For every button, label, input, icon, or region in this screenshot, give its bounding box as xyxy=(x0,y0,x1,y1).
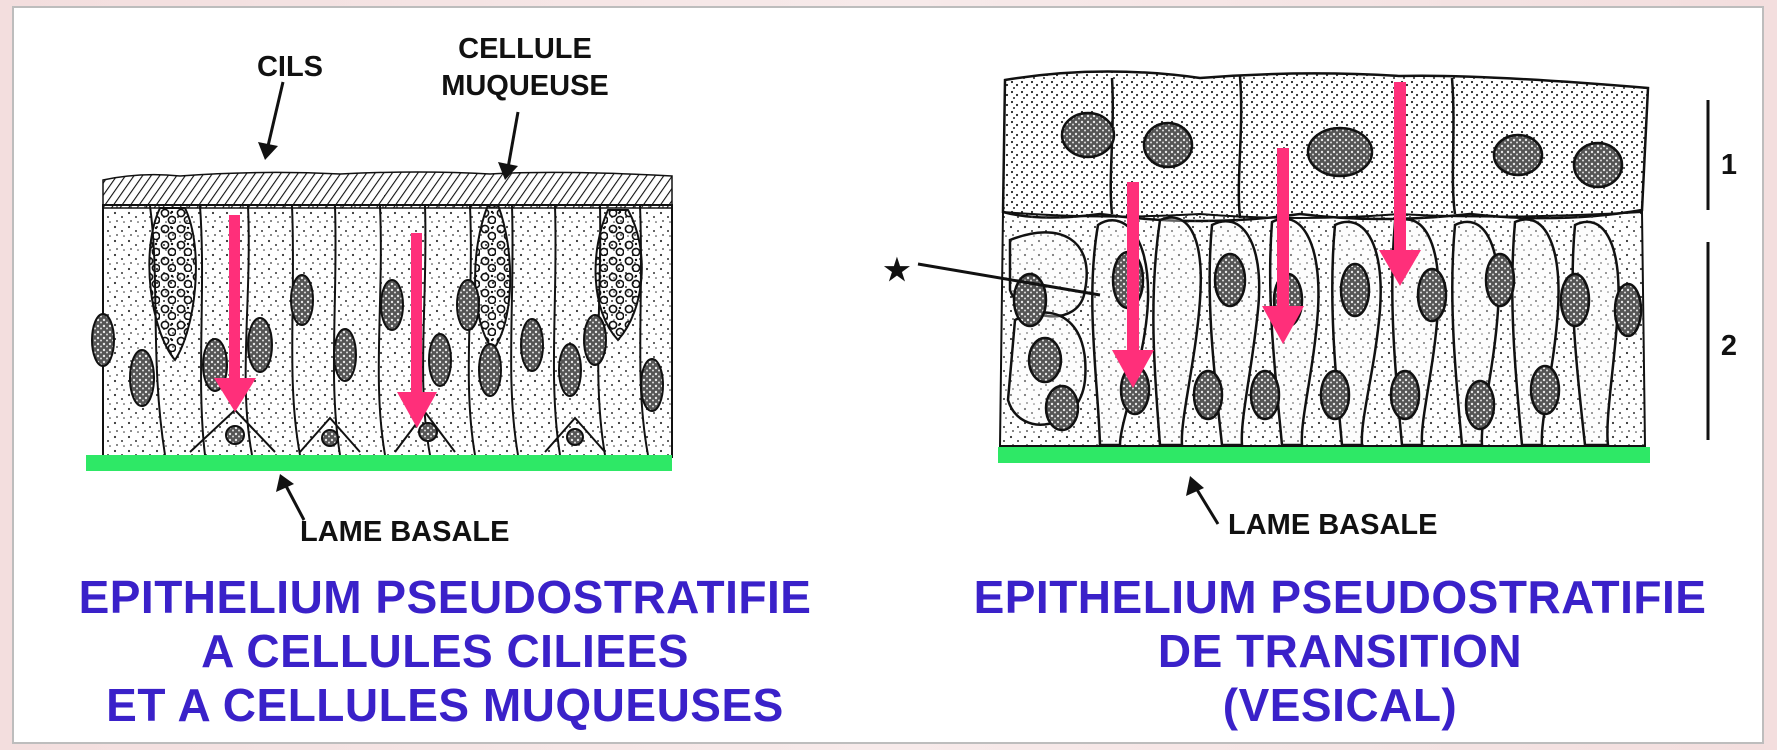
caption-left-line2: A CELLULES CILIEES xyxy=(40,624,850,678)
caption-left-line3: ET A CELLULES MUQUEUSES xyxy=(40,678,850,732)
right-epithelium-drawing xyxy=(918,71,1708,524)
cilia-border xyxy=(103,172,672,208)
left-basal-lamina xyxy=(86,455,672,471)
label-basal-lamina-right: LAME BASALE xyxy=(1228,508,1498,542)
left-epithelium-drawing xyxy=(86,82,672,520)
caption-right-line3: (VESICAL) xyxy=(930,678,1750,732)
label-mucous-cell-line2: MUQUEUSE xyxy=(420,69,630,103)
label-cilia: CILS xyxy=(240,50,340,84)
caption-right-line1: EPITHELIUM PSEUDOSTRATIFIE xyxy=(930,570,1750,624)
label-mucous-cell-line1: CELLULE xyxy=(420,32,630,66)
right-pointer-arrow xyxy=(1186,476,1218,524)
label-basal-lamina-left: LAME BASALE xyxy=(300,515,570,549)
label-star: ★ xyxy=(882,254,912,288)
right-basal-lamina xyxy=(998,447,1650,463)
label-layer-1: 1 xyxy=(1714,148,1744,182)
caption-left-line1: EPITHELIUM PSEUDOSTRATIFIE xyxy=(40,570,850,624)
caption-right-line2: DE TRANSITION xyxy=(930,624,1750,678)
label-layer-2: 2 xyxy=(1714,329,1744,363)
